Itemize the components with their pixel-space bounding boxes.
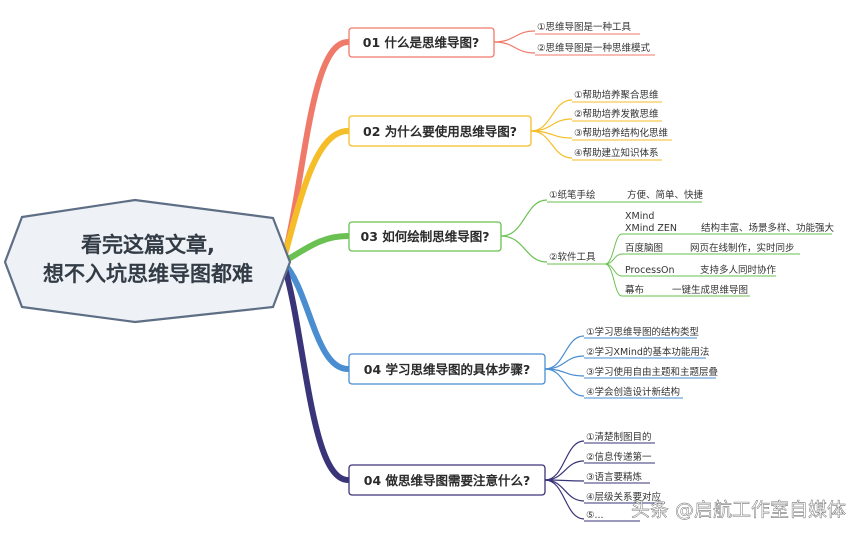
branch-3-group-2-tool-4-link: [604, 263, 623, 297]
branch-3-label: 03 如何绘制思维导图?: [361, 229, 490, 244]
branch-2-link-2: [530, 118, 573, 132]
branch-3-group-2-tool-1-link: [604, 233, 623, 265]
branch-3-tool-1-name: XMind: [625, 211, 654, 222]
root-title-line-1: 看完这篇文章,: [81, 233, 215, 257]
branch-1-label: 01 什么是思维导图?: [363, 35, 480, 50]
branch-2-link-4: [530, 130, 573, 159]
branch-5-link-1: [544, 440, 585, 481]
branch-5-item-1: ①清楚制图目的: [586, 431, 652, 443]
branch-1-link-1: [493, 30, 536, 43]
branch-3-group-2-label: ②软件工具: [549, 251, 596, 263]
branch-2: 02 为什么要使用思维导图? ①帮助培养聚合思维 ②帮助培养发散思维 ③帮助培养…: [280, 89, 672, 265]
branch-3-tool-2-desc: 网页在线制作，实时同步: [690, 242, 795, 254]
branch-1-link-2: [493, 41, 536, 54]
branch-4-link-4: [544, 368, 585, 397]
root-hexagon: [3, 198, 292, 324]
branch-3-tool-2-name: 百度脑图: [625, 242, 663, 254]
branch-3-link-group-1: [500, 199, 548, 237]
branch-2-connector: [280, 128, 351, 265]
branch-5: 04 做思维导图需要注意什么? ①清楚制图目的 ②信息传递第一 ③语言要精炼 ④…: [280, 259, 665, 522]
branch-2-item-1: ①帮助培养聚合思维: [574, 89, 659, 101]
branch-5-link-2: [544, 460, 585, 481]
branch-3-group-1-label: ①纸笔手绘: [549, 189, 596, 201]
branch-3-tool-3-name: ProcessOn: [625, 265, 675, 276]
branch-5-label: 04 做思维导图需要注意什么?: [364, 473, 531, 488]
root-title-line-2: 想不入坑思维导图都难: [43, 262, 253, 286]
branch-5-item-2: ②信息传递第一: [586, 451, 652, 463]
branch-3-group-2-tool-2-link: [604, 253, 623, 265]
branch-2-item-2: ②帮助培养发散思维: [574, 108, 659, 120]
root-node[interactable]: 看完这篇文章, 想不入坑思维导图都难: [3, 198, 292, 324]
branch-3-group-1-tool-1: 方便、简单、快捷: [627, 189, 704, 201]
branch-3: 03 如何绘制思维导图? ①纸笔手绘 方便、简单、快捷 ②软件工具 XMind …: [280, 189, 835, 297]
branch-3-tool-4-desc: 一键生成思维导图: [672, 284, 748, 296]
branch-4-link-2: [544, 355, 585, 370]
branch-4: 04 学习思维导图的具体步骤? ①学习思维导图的结构类型 ②学习XMind的基本…: [280, 259, 718, 399]
branch-3-connector: [280, 233, 351, 265]
branch-1-item-2: ②思维导图是一种思维模式: [537, 42, 651, 54]
watermark: 头条 @启航工作室自媒体: [631, 499, 846, 521]
branch-4-connector: [280, 259, 351, 372]
branch-3-tool-3-desc: 支持多人同时协作: [700, 264, 777, 276]
branch-4-item-4: ④学会创造设计新结构: [586, 386, 680, 398]
branch-1: 01 什么是思维导图? ①思维导图是一种工具 ②思维导图是一种思维模式: [280, 21, 655, 265]
branch-4-label: 04 学习思维导图的具体步骤?: [364, 362, 531, 377]
branch-4-item-1: ①学习思维导图的结构类型: [586, 326, 700, 338]
branch-2-item-3: ③帮助培养结构化思维: [574, 127, 669, 139]
branch-3-tool-1-desc: 结构丰富、场景多样、功能强大: [701, 222, 835, 234]
branch-5-connector: [280, 259, 351, 483]
branch-3-tool-1-name-2: XMind ZEN: [625, 223, 677, 234]
branch-4-item-2: ②学习XMind的基本功能用法: [586, 346, 709, 358]
branch-3-group-2-tool-3-link: [604, 263, 623, 277]
branch-5-item-5: ⑤...: [586, 510, 604, 521]
branch-4-item-3: ③学习使用自由主题和主题层叠: [586, 366, 718, 378]
branch-1-item-1: ①思维导图是一种工具: [537, 21, 632, 33]
branch-5-item-4: ④层级关系要对应: [586, 491, 662, 503]
branch-5-link-5: [544, 479, 585, 520]
branch-3-link-group-2: [500, 235, 548, 263]
branch-2-link-1: [530, 99, 573, 132]
branch-2-item-4: ④帮助建立知识体系: [574, 147, 659, 159]
branch-4-link-1: [544, 335, 585, 370]
branch-2-label: 02 为什么要使用思维导图?: [363, 124, 517, 139]
branch-3-tool-4-name: 幕布: [625, 284, 644, 296]
branch-5-item-3: ③语言要精炼: [586, 471, 643, 483]
